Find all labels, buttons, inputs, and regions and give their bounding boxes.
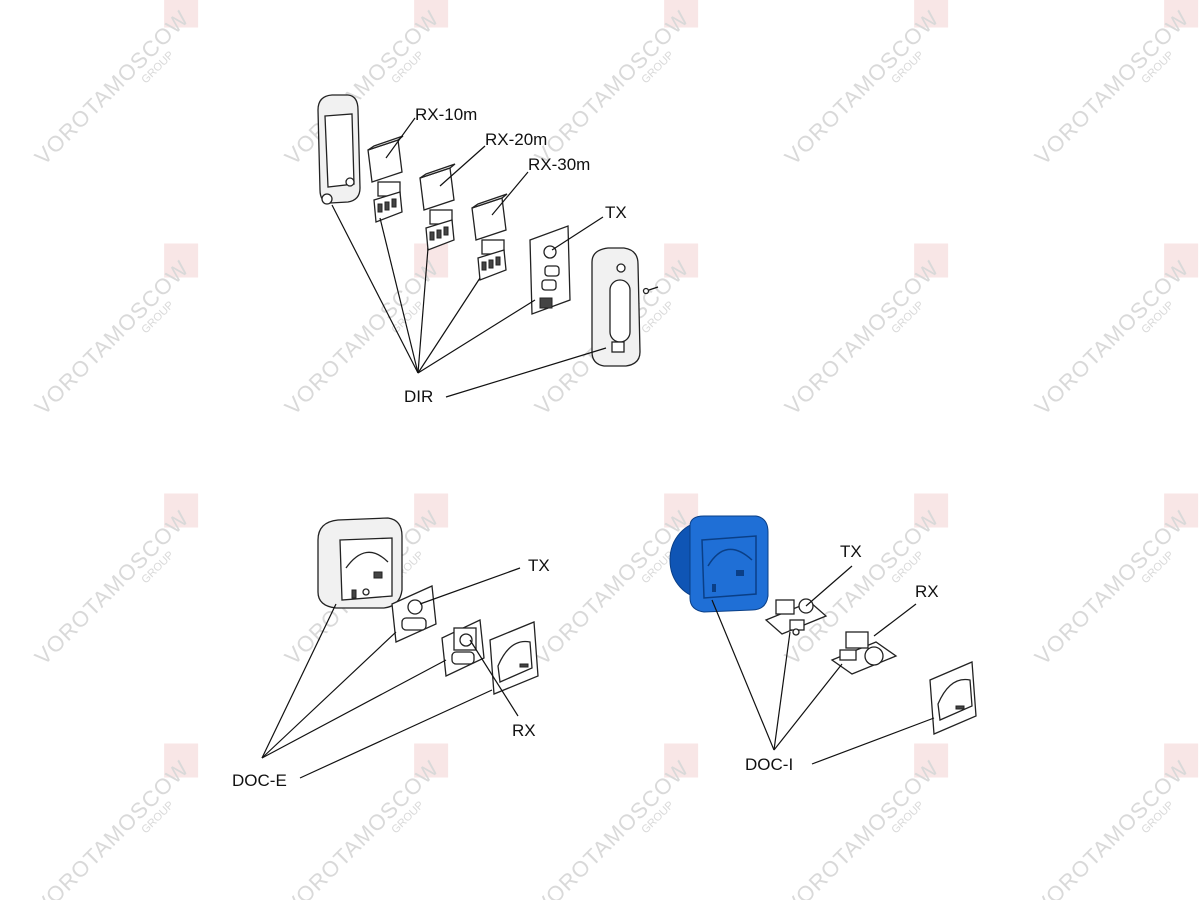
dir-label-rx10m: RX-10m [415, 105, 477, 124]
doc-i-tx-module[interactable] [764, 598, 828, 636]
doc-e-rx-module[interactable] [441, 619, 485, 677]
doc-e-plate[interactable] [489, 621, 539, 695]
doc-i-leader-lines [711, 565, 935, 765]
dir-rx20-module[interactable] [419, 163, 456, 251]
watermark-text: VOROTAMOSCOW [30, 505, 194, 669]
doc-i-plate[interactable] [929, 661, 977, 735]
doc-e-group: TX RX DOC-E [232, 517, 550, 790]
doc-e-label-rx: RX [512, 721, 536, 740]
watermark-text: VOROTAMOSCOW [30, 255, 194, 419]
doc-i-group-title: DOC-I [745, 755, 793, 774]
watermark-text: VOROTAMOSCOW [530, 5, 694, 169]
watermark-text: VOROTAMOSCOW [30, 755, 194, 900]
doc-e-tx-module[interactable] [391, 585, 437, 643]
watermark-text: VOROTAMOSCOW [1030, 755, 1194, 900]
doc-e-label-tx: TX [528, 556, 550, 575]
watermark-text: VOROTAMOSCOW [530, 505, 694, 669]
watermark-text: VOROTAMOSCOW [280, 5, 444, 169]
watermark-text: VOROTAMOSCOW [280, 755, 444, 900]
doc-i-group: TX RX DOC-I [669, 515, 977, 774]
watermark-text: VOROTAMOSCOW [780, 5, 944, 169]
watermark-text: VOROTAMOSCOW [1030, 505, 1194, 669]
dir-group: RX-10m RX-20m RX-30m TX DIR [317, 94, 659, 406]
dir-front-cover[interactable] [591, 247, 641, 367]
watermark-text: VOROTAMOSCOW [530, 755, 694, 900]
doc-i-label-tx: TX [840, 542, 862, 561]
dir-label-tx: TX [605, 203, 627, 222]
watermark-text: VOROTAMOSCOW [1030, 5, 1194, 169]
dir-leader-lines [331, 117, 607, 398]
doc-e-housing[interactable] [317, 517, 403, 609]
dir-group-title: DIR [404, 387, 433, 406]
watermark-text: VOROTAMOSCOW [780, 255, 944, 419]
doc-i-housing-highlighted[interactable] [669, 515, 769, 613]
watermark-text: VOROTAMOSCOW [780, 755, 944, 900]
dir-rx10-module[interactable] [367, 135, 404, 223]
dir-housing[interactable] [317, 94, 361, 205]
doc-i-rx-module[interactable] [830, 631, 898, 675]
doc-e-group-title: DOC-E [232, 771, 287, 790]
watermark-text: VOROTAMOSCOW [1030, 255, 1194, 419]
watermark-text: VOROTAMOSCOW [30, 5, 194, 169]
dir-label-rx30m: RX-30m [528, 155, 590, 174]
dir-rx30-module[interactable] [471, 193, 508, 281]
dir-screw[interactable] [642, 286, 659, 295]
doc-e-leader-lines [261, 567, 521, 779]
dir-label-rx20m: RX-20m [485, 130, 547, 149]
doc-i-label-rx: RX [915, 582, 939, 601]
dir-tx-module[interactable] [529, 225, 571, 315]
